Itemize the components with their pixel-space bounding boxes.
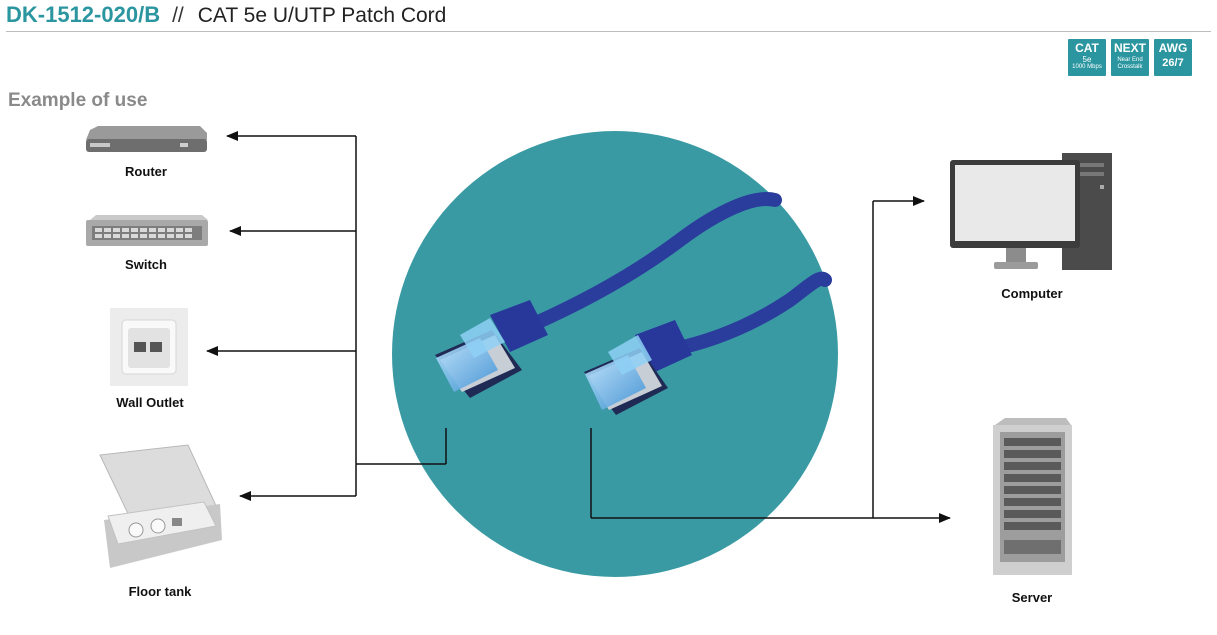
cable-right [663, 271, 832, 357]
product-code: DK-1512-020/B [6, 2, 161, 27]
cat5e-badge: CAT 5e 1000 Mbps [1068, 39, 1106, 76]
badge-cat-level: 5e [1082, 55, 1092, 64]
server-icon [993, 418, 1072, 575]
left-connectors [206, 131, 447, 501]
badge-next-line2: Near End [1117, 57, 1143, 63]
plug-left [435, 318, 522, 398]
next-badge: NEXT Near End Crosstalk [1111, 39, 1149, 76]
router-icon [86, 126, 207, 152]
badge-awg-value: 26/7 [1162, 57, 1184, 69]
badge-cat-title: CAT [1075, 41, 1099, 55]
header-divider [6, 31, 1211, 32]
router-label: Router [125, 164, 167, 179]
badge-next-line3: Crosstalk [1117, 64, 1143, 70]
product-title: CAT 5e U/UTP Patch Cord [197, 4, 447, 27]
switch-icon [86, 215, 208, 246]
section-title: Example of use [8, 90, 148, 111]
floor-tank-label: Floor tank [128, 584, 192, 599]
boot-left [490, 300, 548, 352]
awg-badge: AWG 26/7 [1154, 39, 1192, 76]
server-label: Server [1011, 590, 1053, 605]
badge-awg-title: AWG [1158, 41, 1188, 55]
badge-next-title: NEXT [1113, 41, 1146, 55]
right-connectors [590, 196, 951, 523]
cable-illustration [392, 131, 838, 577]
switch-label: Switch [125, 257, 167, 272]
computer-label: Computer [1001, 286, 1063, 301]
floor-tank-icon [99, 444, 222, 568]
wall-outlet-icon [110, 308, 188, 386]
badge-cat-speed: 1000 Mbps [1072, 64, 1102, 70]
page-header: DK-1512-020/B // CAT 5e U/UTP Patch Cord [6, 2, 446, 30]
computer-icon [950, 153, 1112, 270]
title-separator: // [172, 4, 184, 27]
wall-outlet-label: Wall Outlet [116, 395, 184, 410]
plug-right [584, 335, 668, 415]
cable-left [513, 192, 782, 337]
